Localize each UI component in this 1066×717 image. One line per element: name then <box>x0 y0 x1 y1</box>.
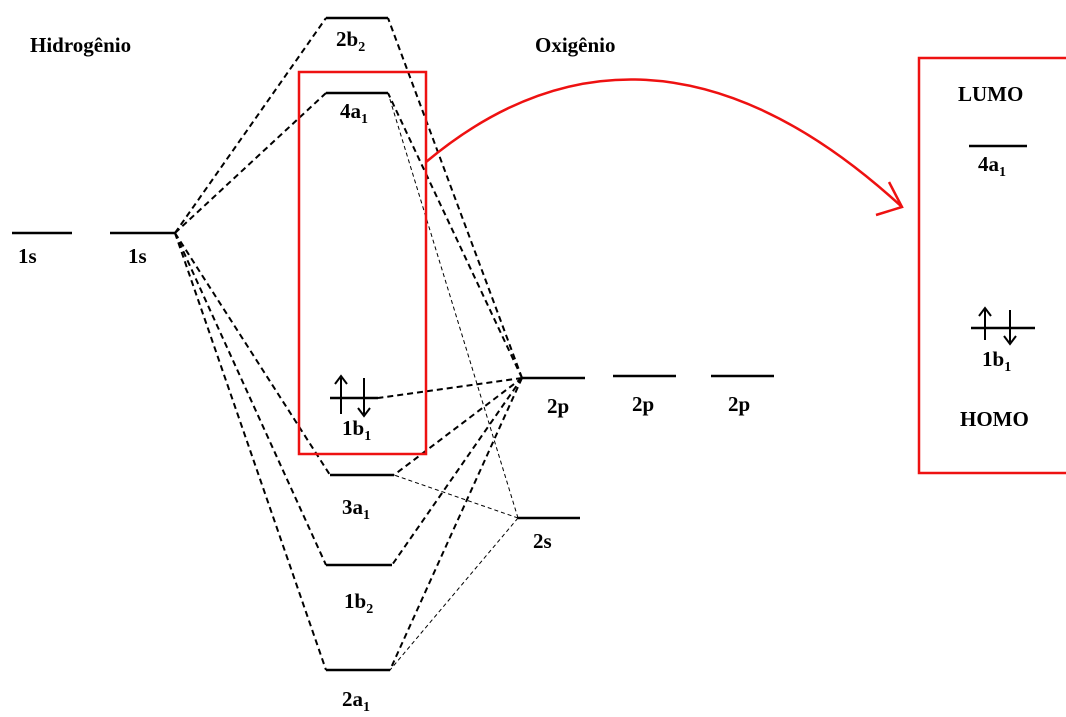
mo-2a1-label: 2a1 <box>342 687 370 715</box>
oxygen-2s-correlation-lines <box>387 92 519 671</box>
arrow-right-icon <box>425 78 904 217</box>
h-1s-label-left: 1s <box>18 244 37 268</box>
o-2p-label-3: 2p <box>728 392 750 416</box>
hydrogen-correlation-lines <box>174 17 331 671</box>
lumo-orbital-label: 4a1 <box>978 152 1006 180</box>
oxygen-2p-correlation-lines <box>377 17 523 671</box>
frontier-highlight-box <box>297 70 428 456</box>
mo-3a1-label: 3a1 <box>342 495 370 523</box>
electron-pair-icon <box>334 374 371 418</box>
hydrogen-title: Hidrogênio <box>30 33 131 57</box>
homo-title: HOMO <box>960 407 1029 431</box>
oxygen-title: Oxigênio <box>535 33 616 57</box>
mo-1b2-label: 1b2 <box>344 589 373 617</box>
o-2p-label-2: 2p <box>632 392 654 416</box>
o-2s-label: 2s <box>533 529 552 553</box>
lumo-title: LUMO <box>958 82 1023 106</box>
mo-2b2-label: 2b2 <box>336 27 365 55</box>
mo-1b1-label: 1b1 <box>342 416 371 444</box>
o-2p-label-1: 2p <box>547 394 569 418</box>
homo-orbital-label: 1b1 <box>982 347 1011 375</box>
electron-pair-icon <box>978 306 1017 346</box>
h-1s-label-right: 1s <box>128 244 147 268</box>
homo-lumo-box <box>917 56 1066 475</box>
mo-4a1-label: 4a1 <box>340 99 368 127</box>
